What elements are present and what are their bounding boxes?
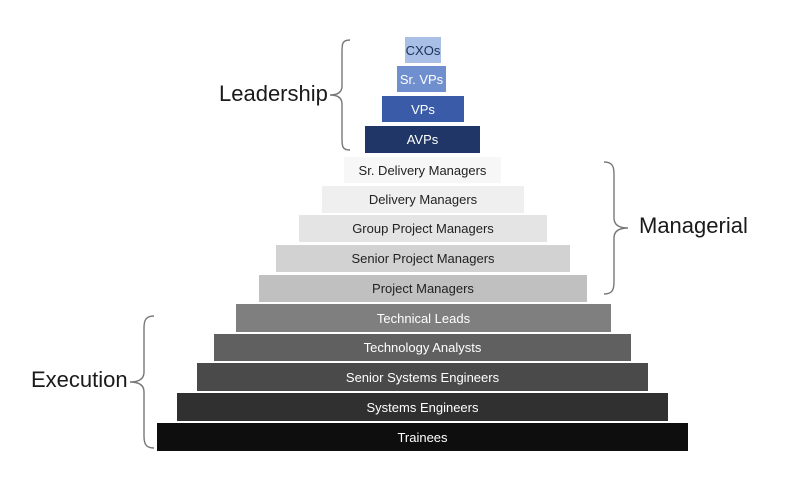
level-group-project-managers: Group Project Managers bbox=[299, 215, 547, 242]
group-label-execution: Execution bbox=[31, 367, 128, 392]
level-senior-systems-engineers: Senior Systems Engineers bbox=[197, 363, 648, 391]
group-label-managerial: Managerial bbox=[639, 213, 748, 238]
level-technical-leads: Technical Leads bbox=[236, 304, 611, 332]
level-avps: AVPs bbox=[365, 126, 480, 153]
level-technology-analysts: Technology Analysts bbox=[214, 334, 631, 361]
level-sr-vps: Sr. VPs bbox=[397, 66, 446, 92]
level-trainees: Trainees bbox=[157, 423, 688, 451]
level-delivery-managers: Delivery Managers bbox=[322, 186, 524, 213]
level-sr-delivery-managers: Sr. Delivery Managers bbox=[344, 157, 501, 183]
leadership-brace bbox=[329, 39, 351, 151]
level-senior-project-managers: Senior Project Managers bbox=[276, 245, 570, 272]
level-cxos: CXOs bbox=[405, 37, 441, 63]
execution-brace bbox=[129, 315, 155, 449]
group-label-leadership: Leadership bbox=[219, 81, 328, 106]
level-vps: VPs bbox=[382, 96, 464, 122]
level-project-managers: Project Managers bbox=[259, 275, 587, 302]
level-systems-engineers: Systems Engineers bbox=[177, 393, 668, 421]
managerial-brace bbox=[603, 161, 629, 295]
